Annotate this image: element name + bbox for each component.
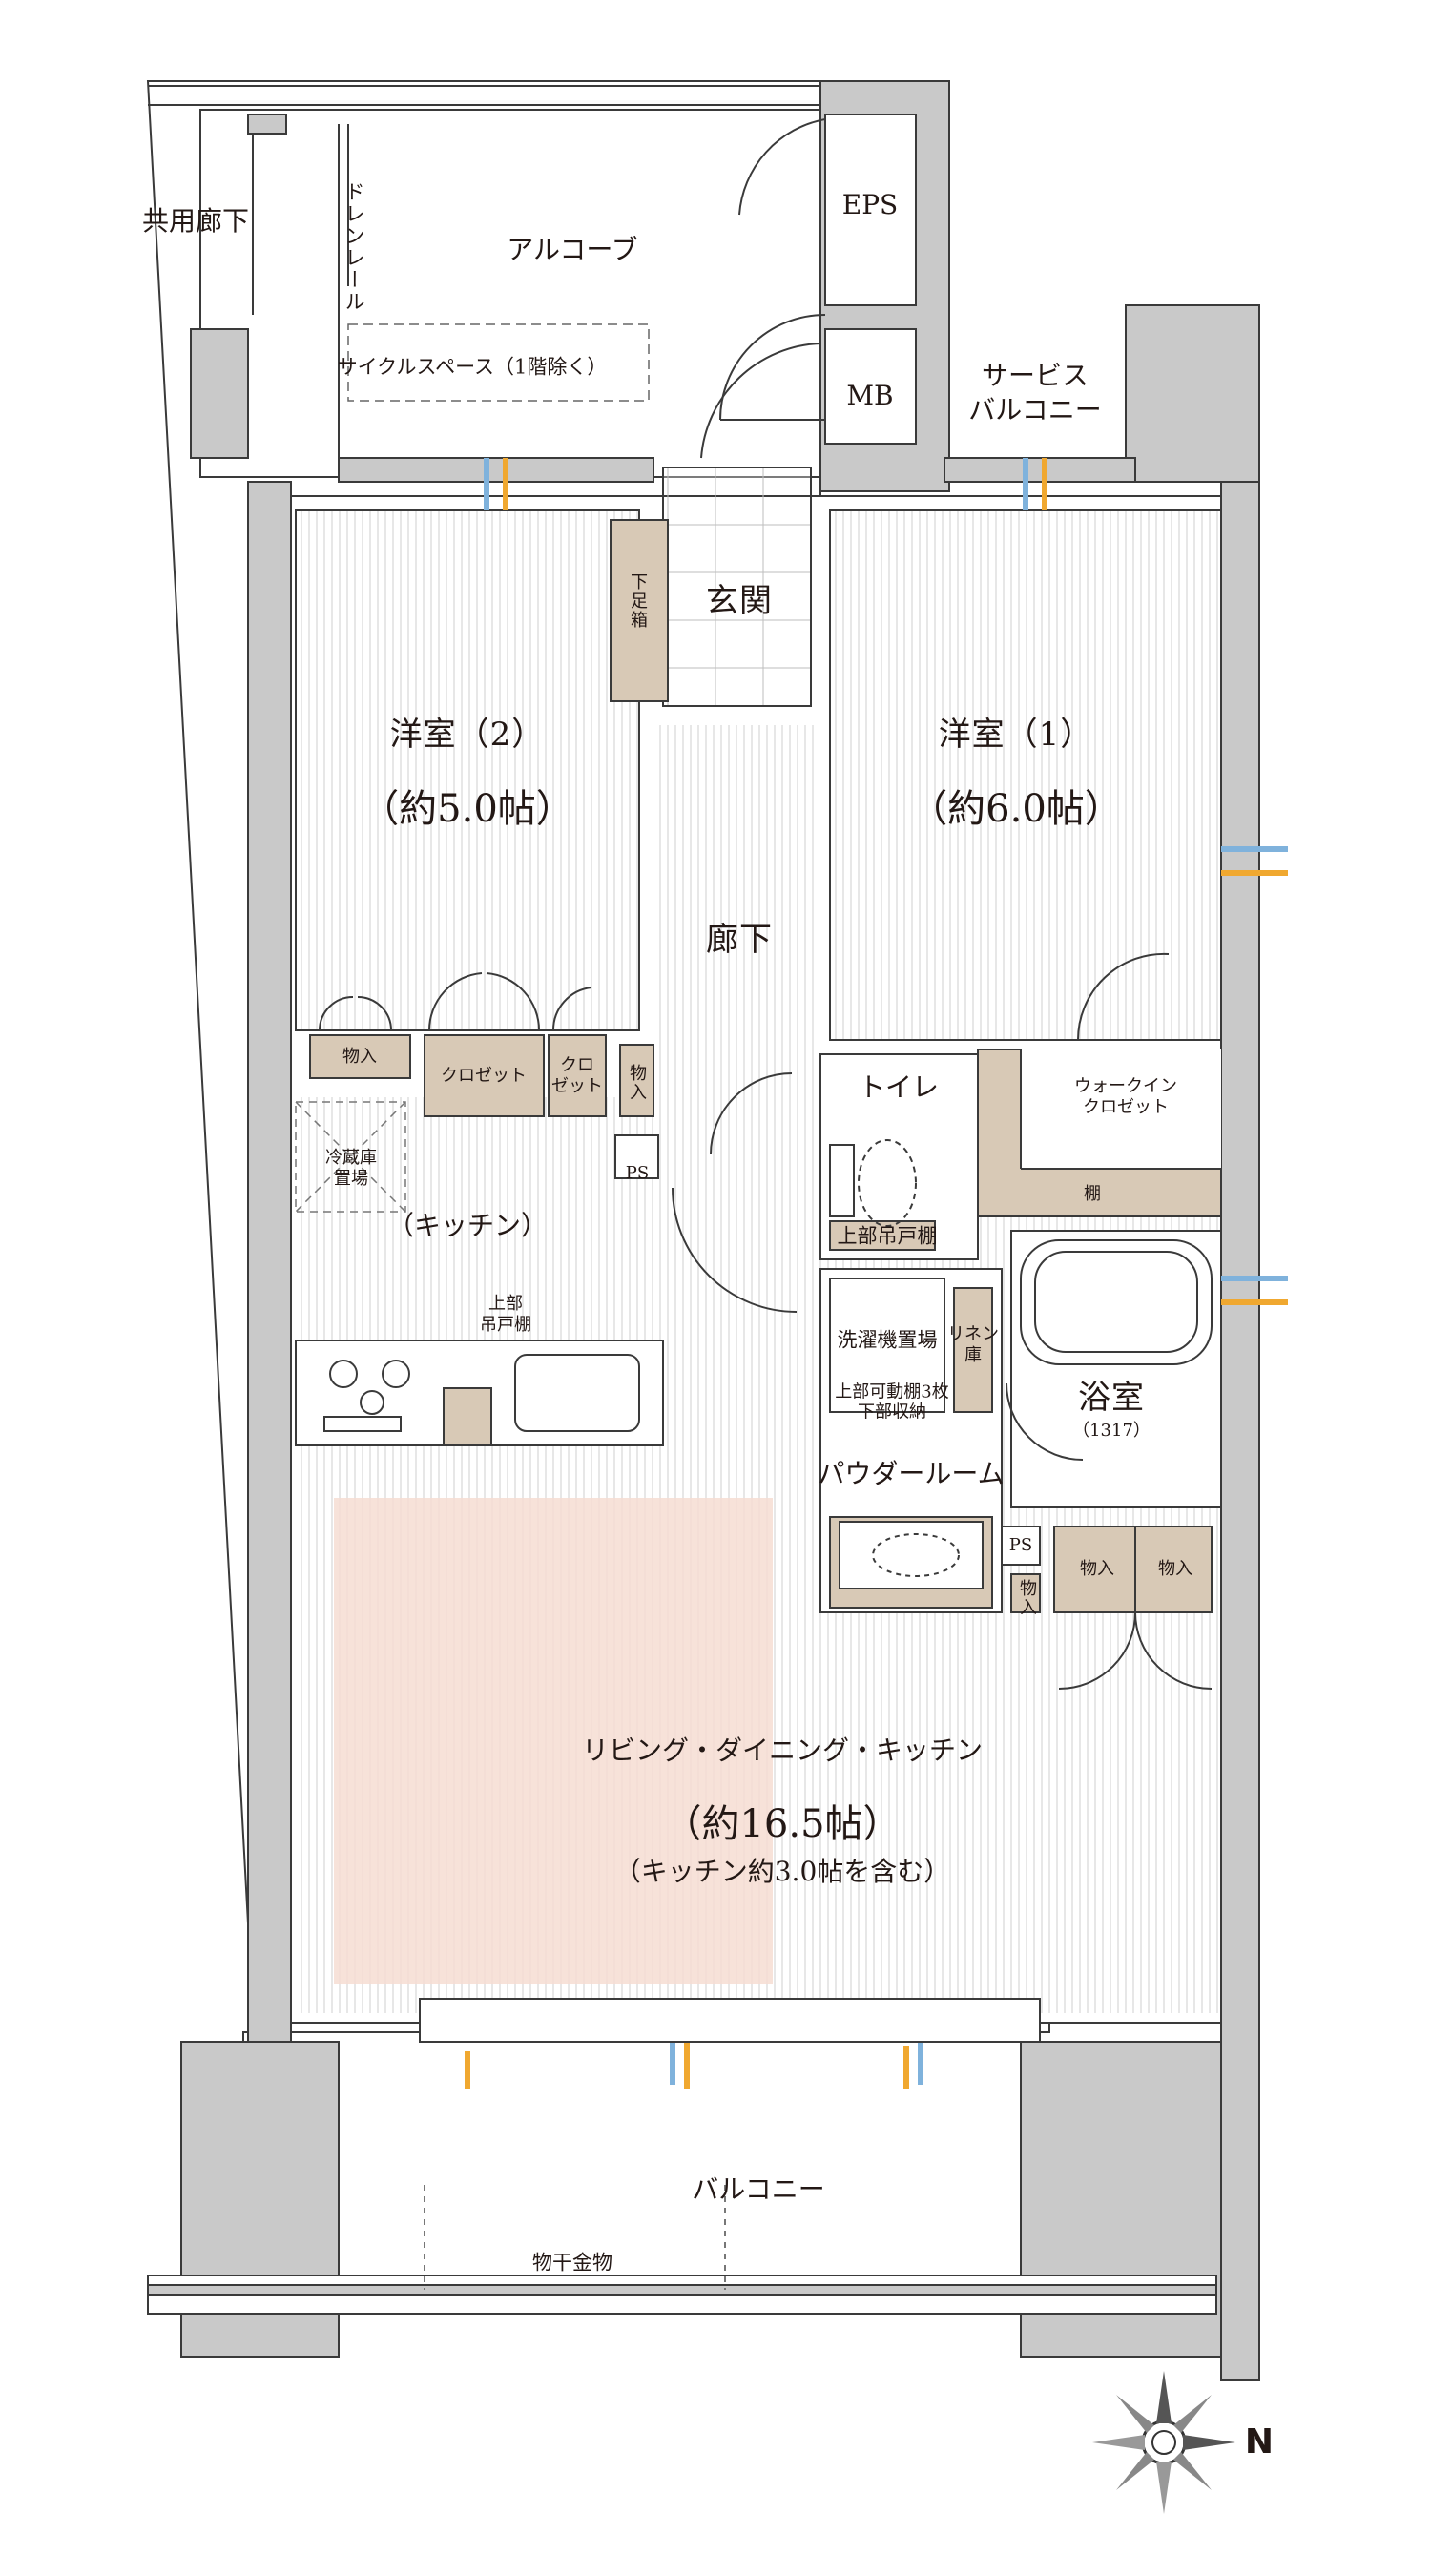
north-label: N [1244, 2422, 1275, 2462]
right-storage [1001, 1526, 1213, 1690]
service-balcony-label: サービス バルコニー [968, 360, 1102, 426]
entrance-doors [700, 118, 826, 459]
fridge-space [295, 1101, 406, 1213]
kitchen-counter [295, 1340, 664, 1446]
drain-rail-label: ドレンレール [342, 181, 365, 313]
north-compass-icon [1092, 2371, 1235, 2514]
closet-doors [319, 972, 592, 1031]
shelf-label: 棚 [1084, 1184, 1101, 1204]
fridge-label: 冷蔵庫 置場 [325, 1148, 377, 1189]
closet-small-label: クロ ゼット [551, 1055, 603, 1096]
common-corridor-label: 共用廊下 [141, 205, 250, 237]
clothes-hanger [424, 2185, 726, 2290]
entrance-label: 玄関 [706, 582, 773, 620]
wic-label: ウォークイン クロゼット [1074, 1076, 1177, 1117]
toilet-label: トイレ [858, 1071, 940, 1103]
kitchen-label: （キッチン） [386, 1210, 549, 1241]
toilet-room [819, 1053, 979, 1260]
storage-c-label: 物入 [1017, 1579, 1037, 1617]
balcony-label: バルコニー [692, 2173, 825, 2205]
storage-small-label: 物入 [627, 1064, 647, 1102]
ps2-label: PS [1008, 1535, 1033, 1555]
room2-area: （約5.0帖） [361, 787, 574, 831]
bathroom [1010, 1230, 1222, 1508]
powder-room [819, 1268, 1003, 1613]
alcove-label: アルコーブ [507, 234, 638, 265]
storage-b-label: 物入 [1158, 1559, 1192, 1579]
ldk-area: （約16.5帖） [663, 1802, 902, 1846]
ldk-window [419, 1998, 1041, 2043]
bath-label: 浴室 [1078, 1379, 1145, 1417]
eps-label: EPS [841, 189, 899, 220]
washer-note-label: 上部可動棚3枚 下部収納 [835, 1381, 949, 1423]
ldk-highlight [334, 1498, 773, 1984]
room1-name: 洋室（1） [938, 716, 1094, 754]
powder-room-label: パウダールーム [818, 1458, 1005, 1489]
window-markers [465, 458, 1288, 2089]
upper-shelf-label: 上部 吊戸棚 [480, 1294, 531, 1335]
closet-label: クロゼット [441, 1066, 527, 1086]
storage-a-label: 物入 [1080, 1559, 1114, 1579]
alcove-area [148, 85, 917, 458]
bath-size-label: （1317） [1072, 1421, 1151, 1441]
room1-floor [829, 509, 1222, 1041]
cycle-space-outline [347, 323, 650, 402]
ps-label: PS [625, 1163, 650, 1183]
room2-storage [309, 1034, 659, 1179]
hallway-label: 廊下 [706, 921, 773, 959]
ldk-note: （キッチン約3.0帖を含む） [613, 1856, 951, 1887]
mb-label: MB [846, 380, 894, 411]
hallway-doors [672, 1072, 1084, 1461]
shoe-box-label: 下足箱 [628, 572, 648, 630]
room2-name: 洋室（2） [389, 716, 546, 754]
clothes-hanger-label: 物干金物 [532, 2251, 612, 2275]
shoe-box [610, 519, 669, 702]
cycle-space-label: サイクルスペース（1階除く） [337, 355, 608, 379]
storage-label-room2: 物入 [342, 1047, 377, 1067]
hallway-floor [658, 725, 816, 1154]
washer-label: 洗濯機置場 [837, 1328, 938, 1352]
toilet-upper-shelf-label: 上部吊戸棚 [837, 1224, 938, 1248]
room2-floor [295, 509, 640, 1031]
ldk-name: リビング・ダイニング・キッチン [581, 1735, 984, 1766]
linen-label: リネン 庫 [947, 1324, 999, 1365]
walk-in-closet [977, 952, 1222, 1217]
room1-area: （約6.0帖） [909, 787, 1123, 831]
